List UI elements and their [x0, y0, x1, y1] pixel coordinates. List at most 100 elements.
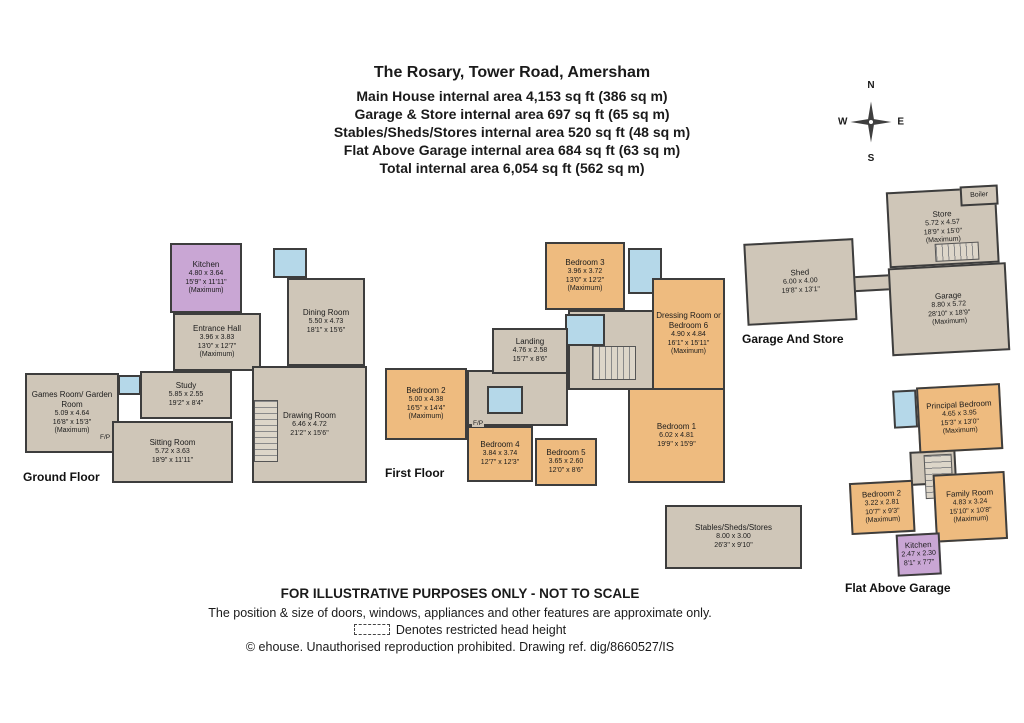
- room-name: Dressing Room or Bedroom 6: [656, 310, 721, 330]
- room-label: Dressing Room or Bedroom 6 4.90 x 4.84 1…: [654, 310, 723, 358]
- floor-label-first: First Floor: [385, 466, 445, 480]
- footer: FOR ILLUSTRATIVE PURPOSES ONLY - NOT TO …: [60, 586, 860, 656]
- room-principal-bedroom: Principal Bedroom 4.65 x 3.95 15'3" x 13…: [915, 383, 1004, 454]
- room-dims-ft: 16'1" x 15'11": [667, 339, 710, 347]
- room-note: (Maximum): [671, 348, 706, 356]
- room-label: Bedroom 5 3.65 x 2.60 12'0" x 8'6": [545, 447, 586, 477]
- room-dims-ft: 26'3" x 9'10": [714, 542, 753, 549]
- room-dims-ft: 21'2" x 15'6": [290, 429, 329, 437]
- compass-south-label: S: [867, 153, 875, 164]
- room-dims-m: 5.09 x 4.64: [54, 409, 90, 417]
- room-dims-m: 3.65 x 2.60: [548, 458, 584, 466]
- room-label: Entrance Hall 3.96 x 3.83 13'0" x 12'7" …: [192, 323, 242, 361]
- room-label: Bedroom 2 5.00 x 4.38 16'5" x 14'4" (Max…: [405, 385, 446, 423]
- room-name: Stables/Sheds/Stores: [695, 523, 772, 533]
- room-dims-m: 5.50 x 4.73: [308, 318, 344, 326]
- room-dims-ft: 19'2" x 8'4": [168, 400, 204, 407]
- room-wc-ground: [273, 248, 307, 278]
- room-label: Study 5.85 x 2.55 19'2" x 8'4": [168, 380, 205, 410]
- room-dressing-bedroom-6: Dressing Room or Bedroom 6 4.90 x 4.84 1…: [652, 278, 725, 390]
- fireplace-label-first: F/P: [472, 420, 485, 427]
- room-kitchen-flat: Kitchen 2.47 x 2.30 8'1" x 7'7": [895, 532, 942, 577]
- room-dims-m: 4.80 x 3.64: [188, 269, 224, 277]
- room-name: Boiler: [969, 190, 989, 199]
- room-name: Bedroom 2: [406, 385, 446, 395]
- room-note: (Maximum): [932, 317, 968, 327]
- room-label: Bedroom 4 3.84 x 3.74 12'7" x 12'3": [479, 439, 520, 469]
- room-label: Kitchen 4.80 x 3.64 15'9" x 11'11" (Maxi…: [184, 259, 227, 297]
- compass-north-label: N: [867, 80, 875, 91]
- plan-first-floor: Bedroom 3 3.96 x 3.72 13'0" x 12'2" (Max…: [380, 238, 730, 495]
- compass-star-icon: [850, 101, 892, 143]
- room-note: (Maximum): [199, 351, 235, 359]
- compass-rose: N S W E: [838, 80, 904, 164]
- room-dims-ft: 15'7" x 8'6": [512, 356, 548, 363]
- plan-flat-above-garage: Principal Bedroom 4.65 x 3.95 15'3" x 13…: [840, 379, 1015, 587]
- room-name: Bedroom 5: [546, 448, 586, 458]
- room-label: Family Room 4.83 x 3.24 15'10" x 10'8" (…: [945, 486, 996, 527]
- room-dims-m: 5.00 x 4.38: [408, 395, 444, 403]
- room-dims-ft: 19'9" x 15'9": [657, 440, 696, 448]
- room-kitchen: Kitchen 4.80 x 3.64 15'9" x 11'11" (Maxi…: [170, 243, 242, 313]
- room-dims-ft: 8'1" x 7'7": [903, 558, 935, 568]
- room-label: Boiler: [969, 190, 989, 202]
- area-line-flat: Flat Above Garage internal area 684 sq f…: [343, 142, 681, 158]
- room-label: Bedroom 1 6.02 x 4.81 19'9" x 15'9": [656, 421, 697, 451]
- area-line-total: Total internal area 6,054 sq ft (562 sq …: [379, 160, 645, 176]
- room-label: Garage 8.80 x 5.72 28'10" x 18'9" (Maxim…: [926, 289, 972, 330]
- room-note: (Maximum): [408, 413, 444, 421]
- room-dims-ft: 15'9" x 11'11": [185, 278, 227, 286]
- room-label: Landing 4.76 x 2.58 15'7" x 8'6": [512, 336, 549, 366]
- room-landing: Landing 4.76 x 2.58 15'7" x 8'6": [492, 328, 568, 374]
- room-games-garden: Games Room/ Garden Room 5.09 x 4.64 16'8…: [25, 373, 119, 453]
- room-dims-m: 6.02 x 4.81: [659, 431, 694, 439]
- room-bedroom-2-flat: Bedroom 2 3.22 x 2.81 10'7" x 9'3" (Maxi…: [848, 479, 916, 536]
- area-line-stables: Stables/Sheds/Stores internal area 520 s…: [333, 124, 691, 140]
- room-bedroom-1: Bedroom 1 6.02 x 4.81 19'9" x 15'9": [628, 388, 725, 483]
- room-name: Dining Room: [302, 308, 350, 318]
- room-bedroom-5: Bedroom 5 3.65 x 2.60 12'0" x 8'6": [535, 438, 597, 486]
- restricted-head-height-icon: [353, 624, 390, 635]
- room-name: Landing: [515, 337, 545, 347]
- room-label: Kitchen 2.47 x 2.30 8'1" x 7'7": [900, 539, 938, 570]
- room-dims-ft: 19'8" x 13'1": [781, 285, 821, 295]
- room-dims-m: 4.76 x 2.58: [512, 347, 548, 355]
- room-label: Sitting Room 5.72 x 3.63 18'9" x 11'11": [149, 437, 197, 467]
- floor-label-ground: Ground Floor: [23, 470, 100, 484]
- room-ensuite: [565, 314, 605, 346]
- room-label: Dining Room 5.50 x 4.73 18'1" x 15'6": [302, 307, 350, 337]
- room-dining: Dining Room 5.50 x 4.73 18'1" x 15'6": [287, 278, 365, 366]
- stairs-garage-icon: [934, 241, 980, 262]
- room-dims-ft: 18'9" x 11'11": [151, 457, 194, 464]
- room-note: (Maximum): [865, 515, 901, 525]
- room-label: Store 5.72 x 4.57 18'9" x 15'0" (Maximum…: [922, 207, 964, 247]
- room-label: Games Room/ Garden Room 5.09 x 4.64 16'8…: [27, 389, 117, 437]
- room-bedroom-4: Bedroom 4 3.84 x 3.74 12'7" x 12'3": [467, 426, 533, 482]
- room-dims-m: 3.96 x 3.83: [199, 333, 235, 341]
- room-dims-ft: 13'0" x 12'2": [565, 276, 605, 284]
- room-garage: Garage 8.80 x 5.72 28'10" x 18'9" (Maxim…: [887, 262, 1011, 357]
- fireplace-label-ground: F/P: [99, 434, 112, 441]
- room-boiler: Boiler: [959, 184, 999, 207]
- room-note: (Maximum): [54, 427, 90, 435]
- footer-disclaimer: FOR ILLUSTRATIVE PURPOSES ONLY - NOT TO …: [280, 586, 640, 601]
- room-dims-ft: 18'1" x 15'6": [306, 327, 346, 334]
- room-label: Bedroom 2 3.22 x 2.81 10'7" x 9'3" (Maxi…: [861, 487, 904, 527]
- footer-restricted-text: Denotes restricted head height: [395, 623, 567, 637]
- room-name: Bedroom 3: [565, 257, 605, 267]
- room-bathroom: [487, 386, 523, 414]
- room-note: (Maximum): [953, 515, 989, 525]
- stairs-first-icon: [592, 346, 636, 380]
- room-stables: Stables/Sheds/Stores 8.00 x 3.00 26'3" x…: [665, 505, 802, 569]
- room-entrance-hall: Entrance Hall 3.96 x 3.83 13'0" x 12'7" …: [173, 313, 261, 371]
- room-label: Bedroom 3 3.96 x 3.72 13'0" x 12'2" (Max…: [564, 257, 605, 295]
- room-label: Stables/Sheds/Stores 8.00 x 3.00 26'3" x…: [694, 522, 773, 552]
- room-dims-m: 3.96 x 3.72: [567, 267, 603, 275]
- footer-approx-note: The position & size of doors, windows, a…: [208, 606, 712, 620]
- room-name: Bedroom 4: [480, 440, 520, 450]
- area-line-garage-store: Garage & Store internal area 697 sq ft (…: [354, 106, 670, 122]
- room-note: (Maximum): [567, 285, 603, 293]
- room-dims-ft: 12'7" x 12'3": [480, 459, 520, 466]
- room-note: (Maximum): [188, 287, 224, 295]
- room-bathroom-flat: [892, 389, 919, 429]
